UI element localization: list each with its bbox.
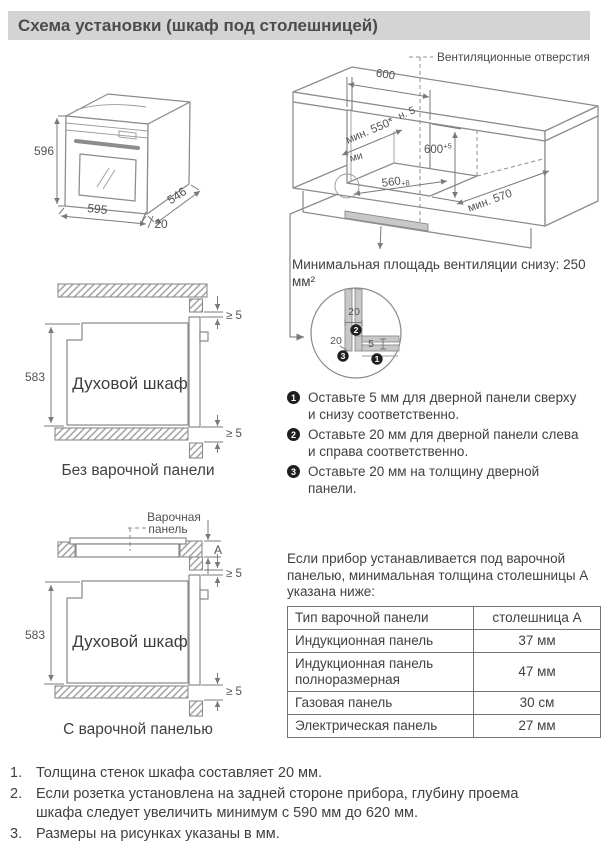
hob-diagram: Варочная панель A	[25, 510, 242, 716]
table-row: Индукционная панель 37 мм	[287, 629, 601, 653]
hob-table: Тип варочной панели столешница А Индукци…	[287, 606, 601, 738]
callout-badge: 1	[287, 391, 300, 404]
table-row: Электрическая панель 27 мм	[287, 714, 601, 738]
note-item: 1. Толщина стенок шкафа составляет 20 мм…	[10, 764, 598, 784]
callout-item: 2 Оставьте 20 мм для дверной панели слев…	[287, 426, 603, 460]
countertop-left	[57, 541, 76, 558]
countertop-section	[57, 283, 208, 298]
dim-600-top: 600	[375, 68, 396, 83]
svg-text:1: 1	[375, 354, 380, 364]
note-number: 2.	[10, 785, 23, 802]
callout-text: Оставьте 20 мм на толщину дверной панели…	[308, 464, 540, 496]
dim-560: 560+8	[381, 174, 410, 191]
ventilation-slot	[344, 210, 429, 232]
svg-text:3: 3	[341, 351, 346, 361]
callout-badge: 2	[287, 428, 300, 441]
note-item: 2. Если розетка установлена на задней ст…	[10, 785, 598, 824]
col-header-a: столешница А	[473, 606, 601, 630]
hob-label-line1: Варочная	[147, 510, 201, 524]
detail-marker-circle	[334, 173, 360, 199]
callout-badge-3: 3	[337, 350, 349, 362]
table-row: Индукционная панель полноразмерная 47 мм	[287, 652, 601, 692]
note-number: 1.	[10, 765, 23, 781]
hob-lip	[69, 537, 187, 545]
page-title: Схема установки (шкаф под столешницей)	[8, 11, 590, 40]
hob-type-cell: Газовая панель	[287, 691, 474, 715]
hob-body	[75, 543, 180, 558]
thickness-cell: 30 см	[473, 691, 601, 715]
callout-text: Оставьте 20 мм для дверной панели слева …	[308, 427, 579, 459]
hob-type-cell: Индукционная панель	[287, 629, 474, 653]
cabinet-diagram: Вентиляционные отверстия 600 мин. 550* н…	[289, 50, 599, 341]
vent-note: Минимальная площадь вентиляции снизу: 25…	[292, 257, 586, 289]
thickness-cell: 47 мм	[473, 652, 601, 692]
note-text: Размеры на рисунках указаны в мм.	[36, 825, 280, 842]
hob-type-cell: Электрическая панель	[287, 714, 474, 738]
notes-list: 1. Толщина стенок шкафа составляет 20 мм…	[10, 764, 598, 845]
callout-list: 1 Оставьте 5 мм для дверной панели сверх…	[287, 389, 603, 500]
svg-text:2: 2	[354, 325, 359, 335]
callout-badge-1: 1	[371, 353, 383, 365]
note-text: Если розетка установлена на задней сторо…	[36, 785, 519, 822]
thickness-cell: 37 мм	[473, 629, 601, 653]
callout-badge: 3	[287, 465, 300, 478]
dim-fragment-b: ми	[348, 150, 364, 165]
oven-isometric-diagram: 596 595 546 20	[34, 93, 201, 231]
countertop-right	[179, 540, 203, 558]
note-item: 3. Размеры на рисунках указаны в мм.	[10, 825, 598, 845]
dim-fragment-a: н. 5	[396, 104, 417, 122]
dim-546: 546	[165, 184, 190, 207]
dim-a-label: A	[214, 543, 222, 557]
col-header-type: Тип варочной панели	[287, 606, 474, 630]
dim-600-height: 600+5	[424, 142, 452, 157]
dim-min-550: мин. 550*	[344, 116, 396, 147]
caption-hob: С варочной панелью	[63, 721, 213, 738]
hob-type-cell: Индукционная панель полноразмерная	[287, 652, 474, 692]
note-text: Толщина стенок шкафа составляет 20 мм.	[36, 765, 323, 781]
thickness-cell: 27 мм	[473, 714, 601, 738]
corner-detail-diagram: 20 20 5 2 3 1	[310, 287, 402, 379]
oven-door-glass	[78, 153, 137, 202]
dim-min-570: мин. 570	[466, 188, 514, 215]
callout-item: 3 Оставьте 20 мм на толщину дверной пане…	[287, 463, 603, 497]
detail-dim-20-top: 20	[348, 306, 360, 318]
callout-item: 1 Оставьте 5 мм для дверной панели сверх…	[287, 389, 603, 423]
table-header-row: Тип варочной панели столешница А	[287, 606, 601, 630]
caption-no-hob: Без варочной панели	[61, 462, 215, 479]
dim-596: 596	[34, 144, 54, 158]
detail-dim-20-left: 20	[330, 335, 342, 347]
hob-label-line2: панель	[148, 522, 187, 536]
no-hob-diagram	[25, 283, 242, 458]
callout-text: Оставьте 5 мм для дверной панели сверху …	[308, 390, 577, 422]
cabinet-niche	[346, 109, 431, 197]
hob-intro-text: Если прибор устанавливается под варочной…	[287, 551, 589, 599]
oven-handle	[74, 139, 140, 150]
callout-badge-2: 2	[350, 324, 362, 336]
detail-dim-5: 5	[368, 338, 374, 350]
table-row: Газовая панель 30 см	[287, 691, 601, 715]
note-number: 3.	[10, 825, 23, 842]
vent-holes-label: Вентиляционные отверстия	[437, 50, 590, 64]
dim-595: 595	[87, 201, 109, 217]
dim-20: 20	[154, 217, 168, 231]
